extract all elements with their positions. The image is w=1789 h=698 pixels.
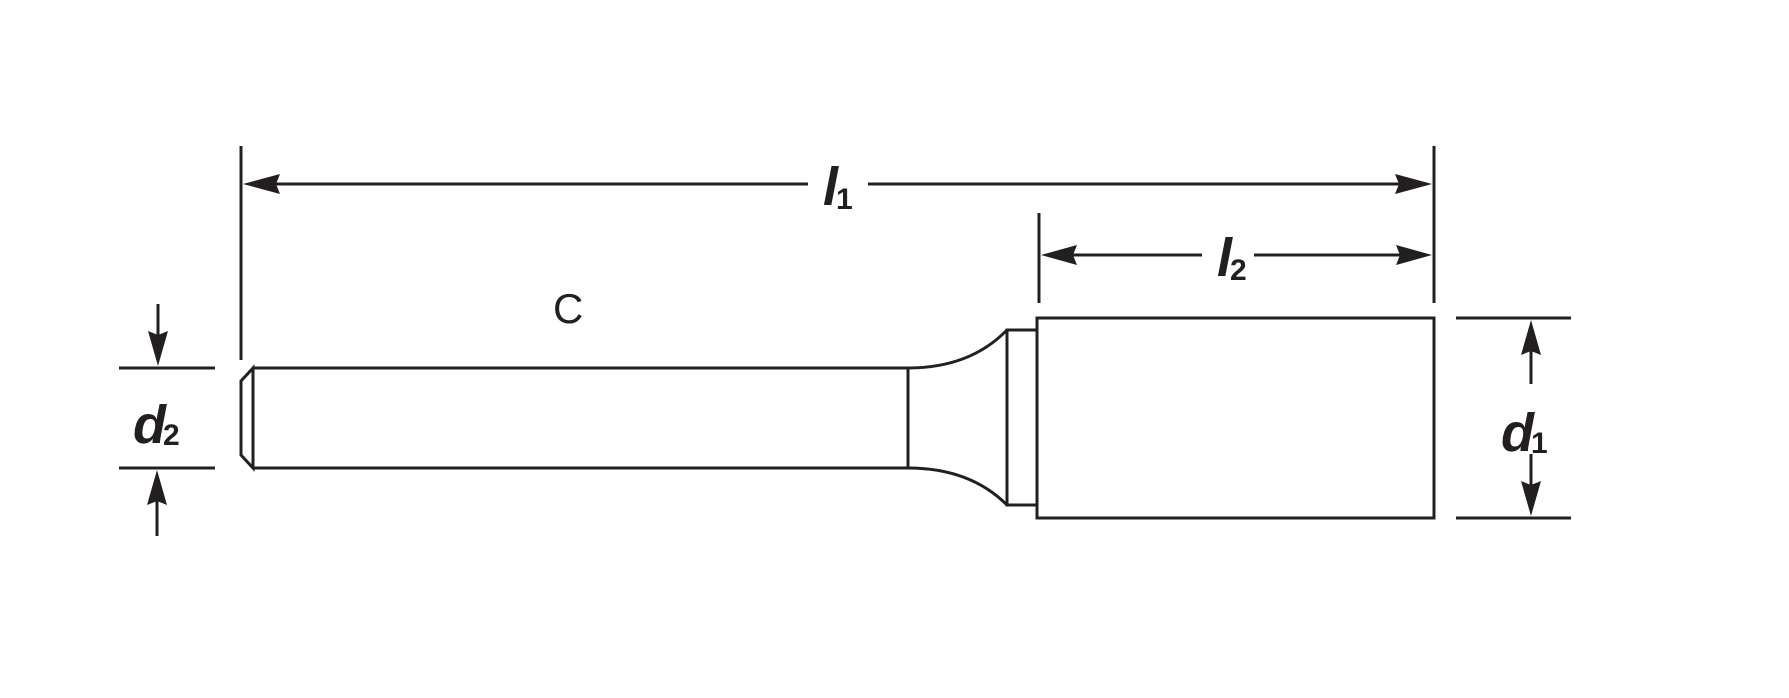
d1-arrow-bottom (1521, 481, 1541, 516)
l1-arrow-right (1395, 174, 1432, 194)
neck-flare-bottom (907, 466, 1009, 507)
collar (1005, 328, 1039, 507)
d2-arrow-bottom (147, 470, 167, 505)
tool-outline (239, 316, 1436, 520)
d2-arrow-top (148, 331, 168, 366)
dimension-d1: d1 (1501, 320, 1548, 516)
l2-label: l2 (1217, 228, 1247, 288)
extension-lines (119, 146, 1571, 520)
shape-type-label: C (553, 285, 583, 332)
l2-arrow-right (1396, 245, 1432, 265)
l2-arrow-left (1041, 245, 1077, 265)
l1-label: l1 (823, 157, 853, 217)
d2-label: d2 (133, 395, 180, 455)
d1-label: d1 (1501, 403, 1548, 463)
dimension-l1: l1 (243, 157, 1432, 217)
l1-arrow-left (243, 174, 280, 194)
dimension-l2: l2 (1041, 228, 1432, 288)
cutter-head (1035, 316, 1436, 520)
d1-arrow-top (1521, 320, 1541, 355)
dimension-d2: d2 (133, 304, 180, 536)
shank-chamfer-end (239, 364, 255, 472)
neck-flare-top (907, 328, 1009, 370)
